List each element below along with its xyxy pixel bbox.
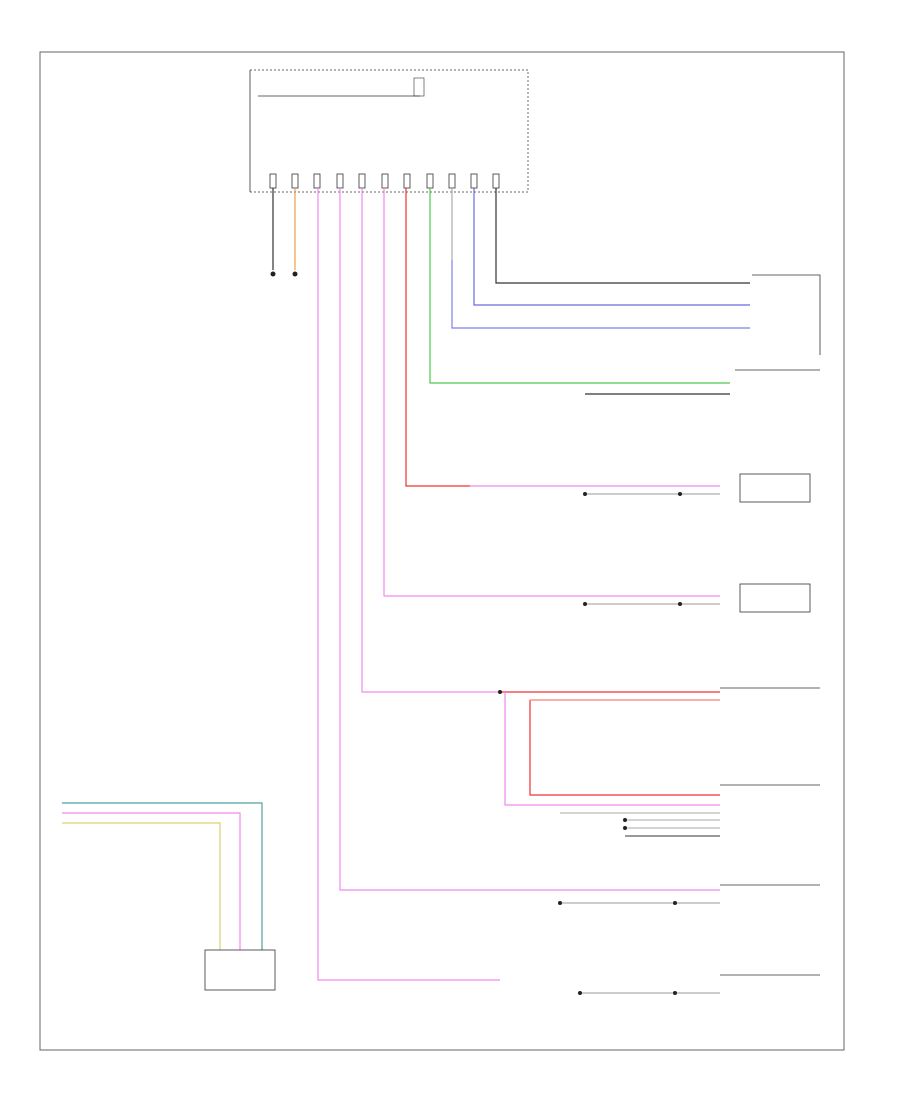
right-connectors <box>720 274 821 976</box>
module-wires <box>272 188 750 981</box>
splice-group <box>498 690 720 837</box>
wire-pink-splice <box>361 188 500 693</box>
wire-red-rf <box>405 188 470 487</box>
connector-markers <box>270 271 682 995</box>
wire-pink-mid <box>339 188 720 891</box>
inline-segments <box>560 493 720 994</box>
diagram-frame <box>39 51 845 1051</box>
wire-pink-long <box>317 188 500 981</box>
module-pins <box>269 173 500 189</box>
wire-blue-2 <box>473 188 750 306</box>
left-sensor <box>62 802 276 991</box>
wire-pink-lf <box>383 188 720 597</box>
wire-blue-1 <box>451 260 750 329</box>
wire-green <box>429 188 730 384</box>
control-module <box>249 69 529 193</box>
wire-black-top <box>495 188 750 284</box>
